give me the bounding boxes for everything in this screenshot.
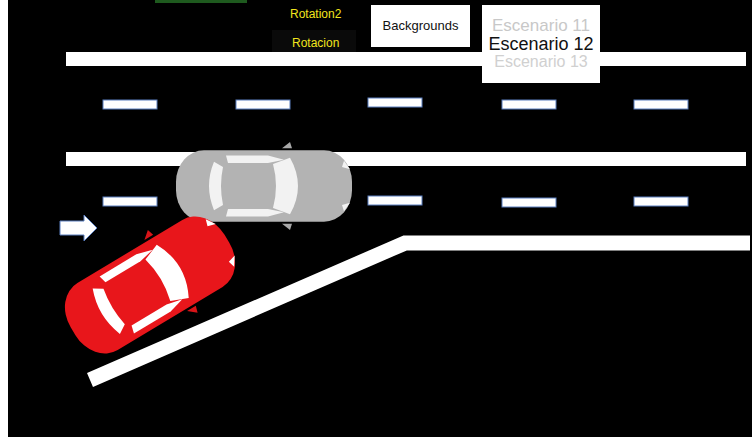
lane-line [66,52,746,66]
picker-box: Escenario 11Escenario 12Escenario 13 [482,5,600,83]
node-text: Escenario 12 [488,35,593,54]
lane-line [66,152,746,166]
button-box: Backgrounds [371,5,470,47]
button-bg [272,30,356,55]
button-label: Rotation2 [290,7,341,21]
gray-car [176,142,352,230]
red-car [48,197,252,372]
direction-arrow [60,215,97,241]
node-text: Escenario 11 [492,17,590,35]
node-text: Backgrounds [383,19,459,33]
button-label: Rotacion [292,36,339,50]
node-text: Escenario 13 [494,54,587,71]
top-strip [155,0,247,3]
background [8,0,752,437]
